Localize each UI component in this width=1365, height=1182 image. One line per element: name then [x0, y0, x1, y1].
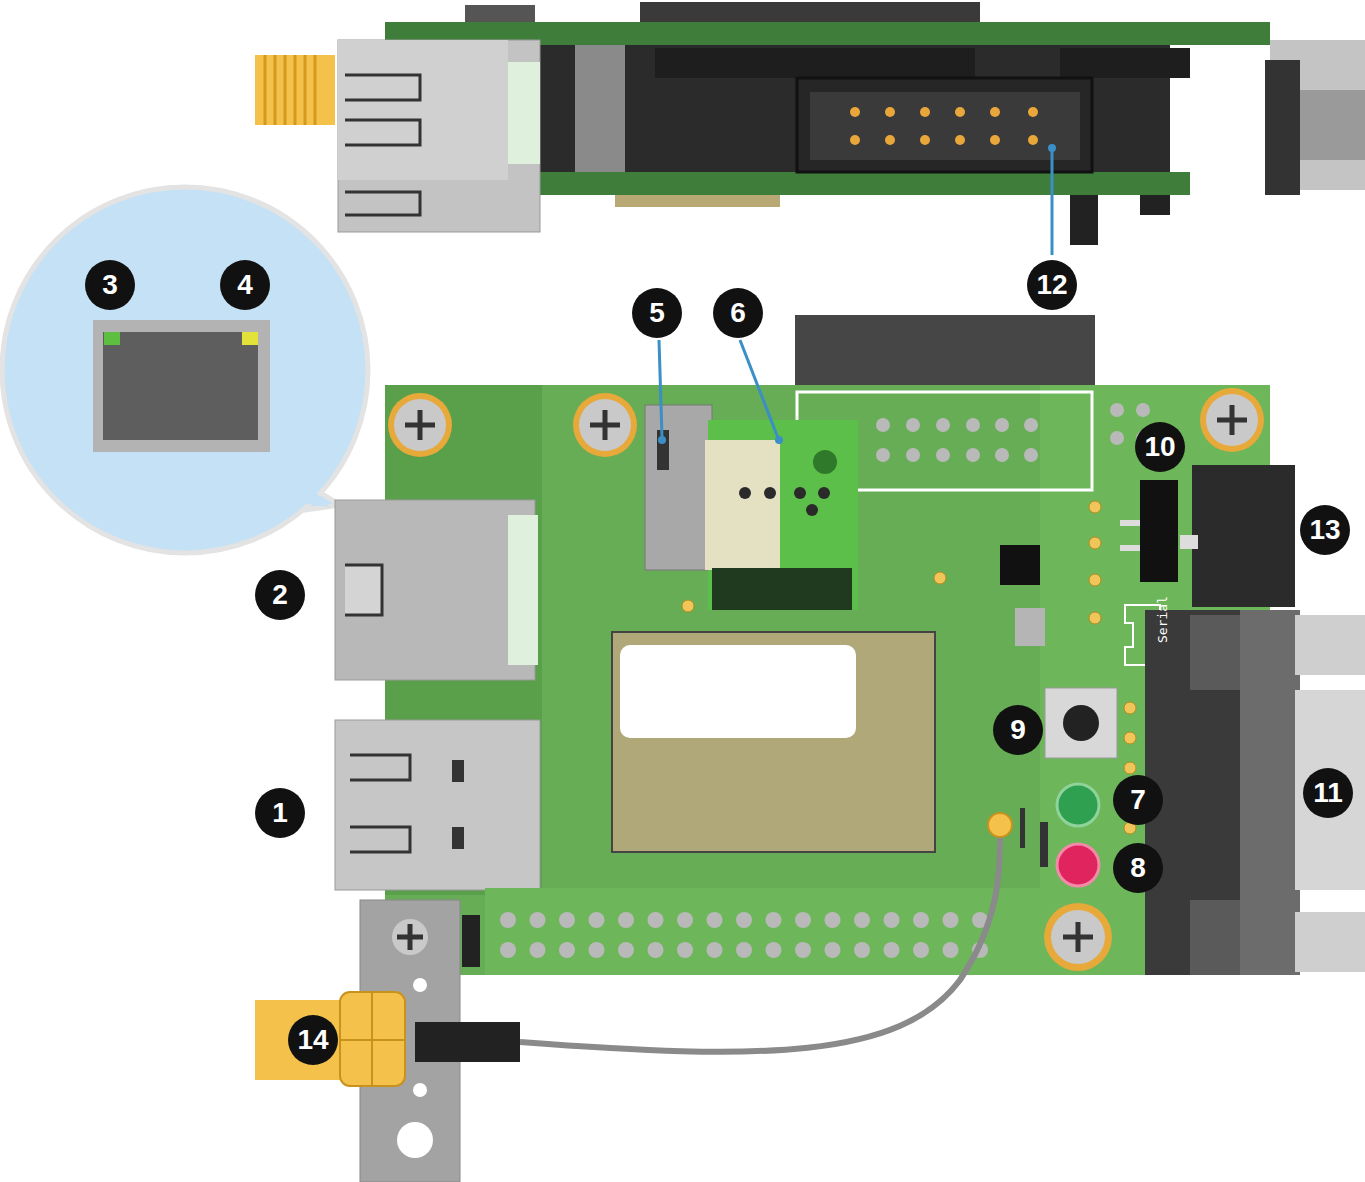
callout-text: 9	[1010, 716, 1026, 744]
callout-text: 5	[649, 299, 665, 327]
header-pin	[854, 912, 870, 928]
callout-text: 14	[297, 1026, 328, 1054]
header-pin	[795, 912, 811, 928]
callout-number: 11	[1303, 768, 1353, 818]
callout-number: 6	[713, 288, 763, 338]
header-pin	[618, 942, 634, 958]
callout-text: 4	[237, 271, 253, 299]
callout-text: 13	[1309, 516, 1340, 544]
header-pin	[736, 912, 752, 928]
callout-number: 13	[1300, 505, 1350, 555]
callout-text: 7	[1130, 786, 1146, 814]
callout-number: 4	[220, 260, 270, 310]
header-pin	[500, 912, 516, 928]
header-pin	[825, 912, 841, 928]
header-pin	[530, 942, 546, 958]
header-pin	[795, 942, 811, 958]
header-pin	[707, 942, 723, 958]
header-pin	[825, 942, 841, 958]
callout-number: 7	[1113, 775, 1163, 825]
header-pin	[736, 942, 752, 958]
callout-number: 1	[255, 788, 305, 838]
header-pin	[913, 912, 929, 928]
callout-number: 8	[1113, 843, 1163, 893]
header-pin	[854, 942, 870, 958]
header-pin	[589, 912, 605, 928]
callout-number: 3	[85, 260, 135, 310]
callout-text: 12	[1036, 271, 1067, 299]
callout-number: 9	[993, 705, 1043, 755]
header-pin	[766, 912, 782, 928]
header-pin	[884, 942, 900, 958]
callout-number: 5	[632, 288, 682, 338]
header-pin	[559, 912, 575, 928]
header-pin	[677, 912, 693, 928]
callout-text: 6	[730, 299, 746, 327]
header-pin	[559, 942, 575, 958]
header-pin	[589, 942, 605, 958]
header-pin	[766, 942, 782, 958]
callout-number: 10	[1135, 422, 1185, 472]
header-pin	[677, 942, 693, 958]
header-pin	[943, 912, 959, 928]
header-pin	[618, 912, 634, 928]
callout-number: 12	[1027, 260, 1077, 310]
header-pin	[913, 942, 929, 958]
header-pin	[500, 942, 516, 958]
header-pin	[648, 942, 664, 958]
header-pin	[707, 912, 723, 928]
callout-text: 3	[102, 271, 118, 299]
header-pin	[943, 942, 959, 958]
silkscreen-label: Serial	[1154, 596, 1169, 643]
header-pin	[884, 912, 900, 928]
callout-text: 11	[1313, 779, 1343, 807]
callout-number: 2	[255, 570, 305, 620]
header-pin	[530, 912, 546, 928]
callout-text: 8	[1130, 854, 1146, 882]
header-pin	[648, 912, 664, 928]
callout-text: 10	[1144, 433, 1175, 461]
callout-text: 2	[272, 581, 288, 609]
callout-text: 1	[272, 799, 288, 827]
callout-number: 14	[288, 1015, 338, 1065]
